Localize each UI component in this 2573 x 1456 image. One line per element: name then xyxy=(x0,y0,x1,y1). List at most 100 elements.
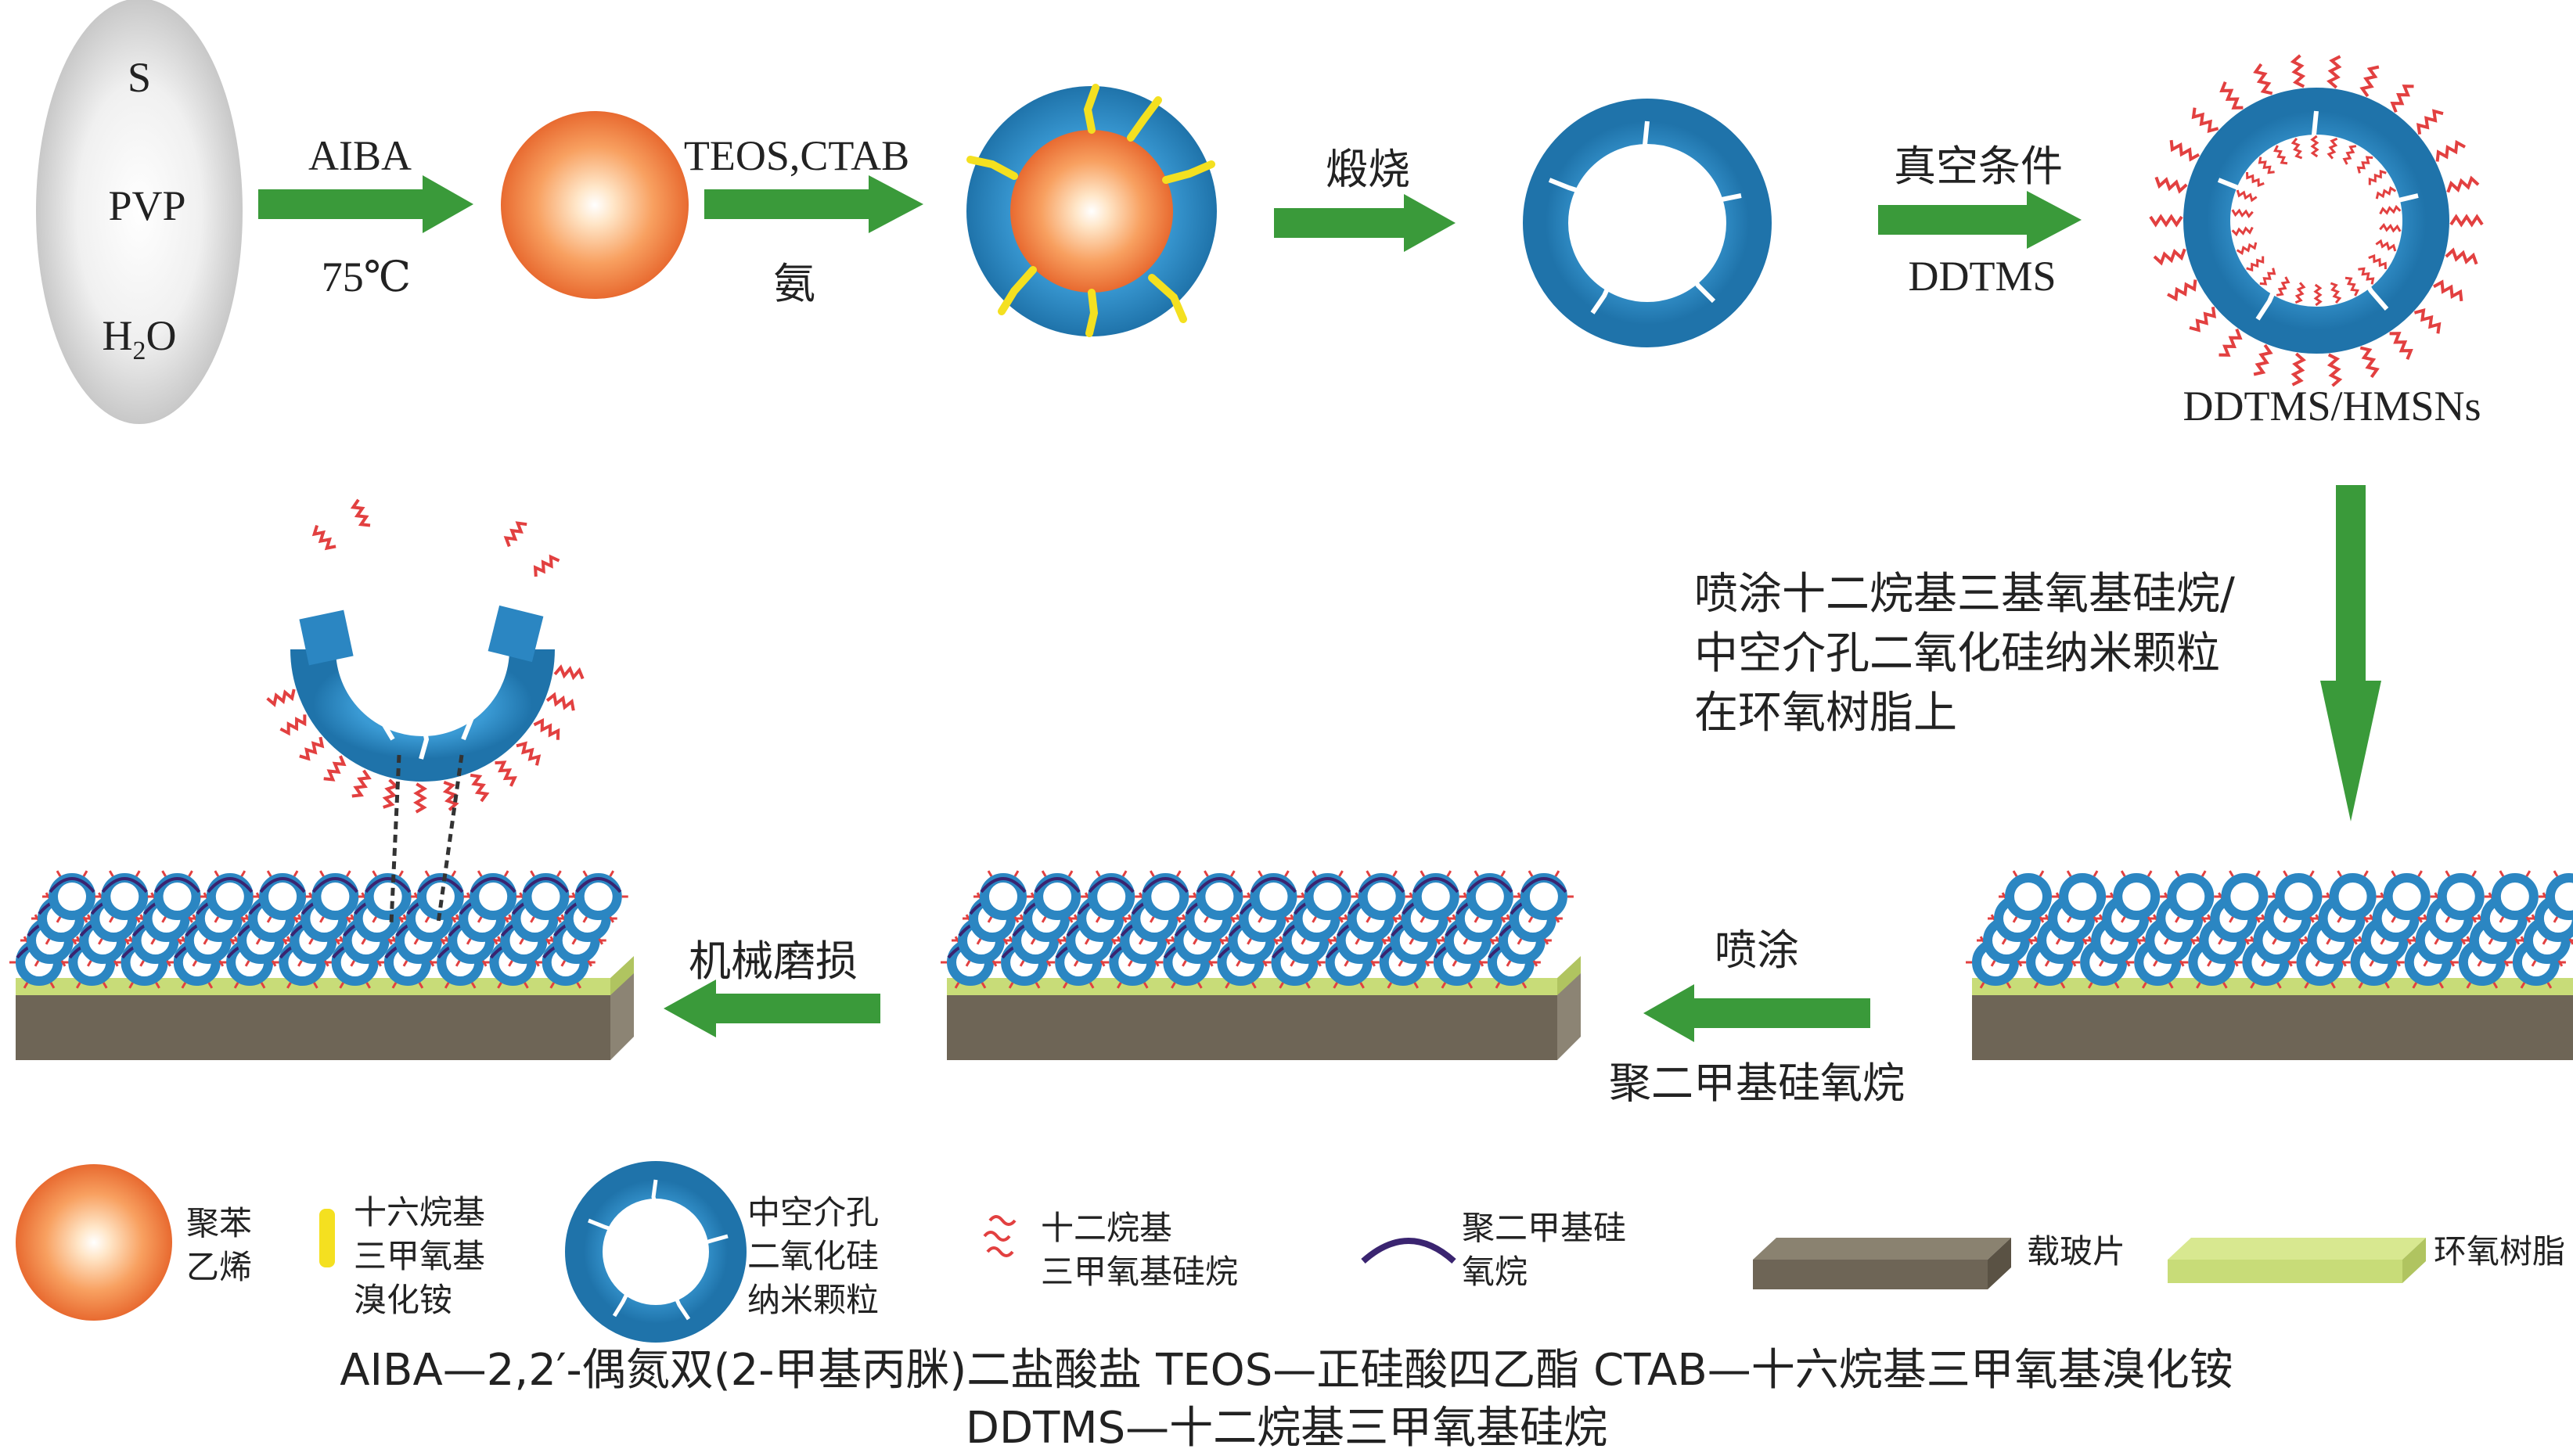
ddtms-chain-inner xyxy=(2356,156,2373,174)
slide-front xyxy=(1972,994,2573,1060)
arrow-calcine xyxy=(1274,194,1456,252)
ddtms-chain-inner xyxy=(2313,283,2323,307)
chain-tick xyxy=(56,916,62,923)
chain-tick xyxy=(954,982,960,989)
ddtms-chain xyxy=(2149,214,2183,228)
pdms-arc xyxy=(1358,877,1405,893)
chain-tick xyxy=(2033,982,2039,989)
chain-tick xyxy=(2499,916,2505,923)
ddtms-chain-inner xyxy=(2330,282,2342,304)
chain-tick xyxy=(2044,960,2050,967)
chain-tick xyxy=(266,870,272,877)
chain-tick xyxy=(2147,870,2153,877)
chain-tick xyxy=(82,916,88,923)
chain-tick xyxy=(1290,960,1295,967)
chain-tick xyxy=(1279,982,1284,989)
chain-tick xyxy=(1489,938,1495,945)
chain-tick xyxy=(1056,938,1063,945)
chain-tick xyxy=(1979,982,1985,989)
chain-tick xyxy=(161,870,167,877)
chain-tick xyxy=(1474,870,1480,877)
chain-tick xyxy=(2531,960,2537,967)
chain-tick xyxy=(1182,960,1187,967)
chain-tick xyxy=(372,870,377,877)
ddtms-chain-inner xyxy=(2258,156,2275,174)
chain-tick xyxy=(2499,870,2505,877)
chain-tick xyxy=(1193,938,1198,945)
chain-tick xyxy=(2098,960,2104,967)
chain-tick xyxy=(2201,916,2207,923)
chain-tick xyxy=(2190,938,2196,945)
pdms-arc xyxy=(470,877,516,893)
chain-tick xyxy=(2222,982,2228,989)
chain-tick xyxy=(1002,938,1009,945)
chain-tick xyxy=(2488,938,2494,945)
chain-tick xyxy=(346,916,351,923)
chain-tick xyxy=(2434,938,2440,945)
ddtms-chain xyxy=(2169,139,2200,162)
chain-tick xyxy=(1528,870,1534,877)
chain-tick xyxy=(2250,982,2255,989)
chain-tick xyxy=(391,982,398,989)
ddtms-chain-inner xyxy=(2276,276,2291,297)
chain-tick xyxy=(1312,916,1317,923)
chain-tick xyxy=(1338,870,1344,877)
chain-tick xyxy=(376,960,382,967)
chain-tick xyxy=(271,960,277,967)
polystyrene-particle xyxy=(501,111,689,299)
ddtms-chain xyxy=(2446,175,2480,193)
pdms-arc xyxy=(311,877,358,893)
chain-tick xyxy=(2445,870,2451,877)
chain-tick xyxy=(113,960,119,967)
arrow-pdms xyxy=(1643,984,1870,1042)
chain-tick xyxy=(2283,870,2288,877)
chain-tick xyxy=(1474,916,1480,923)
epoxy-side xyxy=(610,956,634,995)
chain-tick xyxy=(1392,870,1398,877)
slide-side xyxy=(1557,970,1581,1060)
chain-tick xyxy=(987,870,993,877)
chain-tick xyxy=(1171,982,1176,989)
chain-tick xyxy=(455,960,461,967)
arrow-abrasion xyxy=(664,980,880,1037)
chain-tick xyxy=(308,938,314,945)
chain-tick xyxy=(1175,916,1182,923)
chain-tick xyxy=(1301,938,1306,945)
chain-tick xyxy=(255,938,261,945)
hmsn-dot xyxy=(2545,873,2573,920)
chain-tick xyxy=(218,960,225,967)
chain-tick xyxy=(530,916,535,923)
chain-tick xyxy=(346,870,351,877)
ddtms-chain-inner xyxy=(2236,189,2258,203)
chain-tick xyxy=(2039,870,2045,877)
slide-side xyxy=(610,970,634,1060)
chain-tick xyxy=(124,938,130,945)
chain-tick xyxy=(1262,960,1268,967)
fragment-chain xyxy=(503,521,527,548)
hmsn-dot xyxy=(2059,873,2107,920)
chain-tick xyxy=(177,938,182,945)
chain-tick xyxy=(424,870,430,877)
pdms-arc xyxy=(1304,877,1351,893)
footnote-line-1: AIBA—2,2′-偶氮双(2-甲基丙脒)二盐酸盐 TEOS—正硅酸四乙酯 CT… xyxy=(340,1345,2233,1396)
chain-tick xyxy=(2218,938,2223,945)
chain-tick xyxy=(1446,870,1452,877)
chain-tick xyxy=(1208,960,1214,967)
chain-tick xyxy=(1521,982,1528,989)
chain-tick xyxy=(2012,916,2018,923)
chain-tick xyxy=(2136,938,2142,945)
coated-slab-abraded xyxy=(9,870,634,1060)
chain-tick xyxy=(477,916,483,923)
chain-tick xyxy=(135,870,141,877)
chain-tick xyxy=(2341,960,2347,967)
chain-tick xyxy=(2525,870,2532,877)
chain-tick xyxy=(2174,916,2180,923)
label-teos-ctab: TEOS,CTAB xyxy=(683,132,910,179)
chain-tick xyxy=(2174,870,2180,877)
chain-tick xyxy=(1543,938,1549,945)
chain-tick xyxy=(203,938,209,945)
chain-tick xyxy=(1067,870,1074,877)
chain-tick xyxy=(319,870,325,877)
chain-tick xyxy=(571,938,578,945)
chain-tick xyxy=(2304,982,2309,989)
